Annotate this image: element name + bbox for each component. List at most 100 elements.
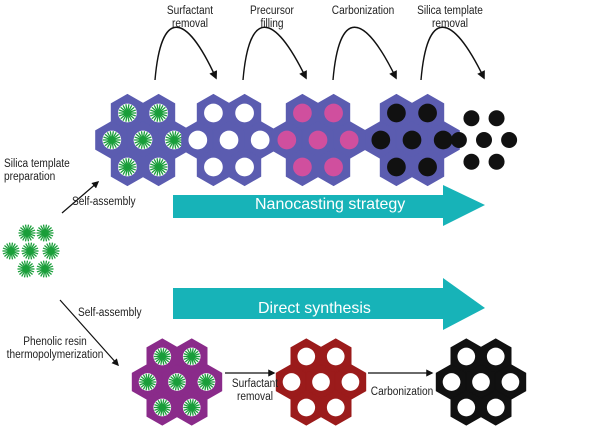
label-phenolic-resin: Phenolic resin thermopolymerization bbox=[6, 336, 104, 361]
micelle-icon bbox=[198, 373, 215, 391]
micelle-spike bbox=[44, 265, 54, 270]
micelle-spike bbox=[111, 136, 121, 141]
label-direct-synthesis: Direct synthesis bbox=[258, 300, 371, 317]
pore bbox=[204, 157, 223, 177]
micelle-icon bbox=[183, 348, 201, 365]
pore bbox=[308, 130, 328, 150]
micelle-icon bbox=[21, 242, 39, 260]
micelle-icon bbox=[149, 104, 168, 122]
cluster-precursor-filled bbox=[270, 93, 366, 187]
pore bbox=[293, 157, 312, 177]
label-silica-template-preparation: Silica template preparation bbox=[4, 158, 70, 183]
micelle-spike bbox=[158, 109, 168, 114]
pore bbox=[293, 103, 312, 123]
micelle-spike bbox=[173, 136, 183, 141]
pore bbox=[250, 130, 270, 150]
step-label-silica-removal: Silica template removal bbox=[417, 5, 483, 30]
step-label-carbonization: Carbonization bbox=[331, 5, 395, 17]
carbon-rod bbox=[501, 132, 518, 148]
micelle-spike bbox=[162, 353, 171, 358]
label-self-assembly-bottom: Self-assembly bbox=[78, 307, 142, 319]
pore bbox=[387, 157, 406, 177]
process-arrow-curved bbox=[420, 26, 485, 81]
micelle-spike bbox=[191, 404, 200, 409]
pore bbox=[402, 130, 422, 150]
pore bbox=[486, 347, 505, 366]
micelle-spike bbox=[191, 353, 200, 358]
micelle-spike bbox=[10, 247, 20, 252]
pore bbox=[282, 373, 301, 391]
micelles bbox=[2, 224, 60, 278]
pore bbox=[486, 398, 505, 417]
micelle-spike bbox=[50, 247, 60, 252]
micelle-icon bbox=[168, 373, 186, 391]
pore bbox=[326, 398, 345, 417]
pore bbox=[371, 130, 391, 150]
cluster-silica-micelle bbox=[95, 93, 191, 187]
cluster-phenolic-micelle bbox=[131, 338, 223, 426]
micelle-icon bbox=[102, 131, 121, 149]
micelle-spike bbox=[206, 378, 215, 383]
direct-synthesis-arrow bbox=[173, 278, 485, 330]
micelle-spike bbox=[127, 109, 136, 114]
pore bbox=[418, 157, 437, 177]
step-label-precursor-filling: Precursor filling bbox=[250, 5, 294, 30]
carbon-rod bbox=[463, 153, 480, 170]
cluster-mesoporous-polymer bbox=[275, 338, 367, 426]
micelle-icon bbox=[42, 242, 60, 260]
process-arrow-curved bbox=[242, 26, 307, 81]
micelle-icon bbox=[134, 131, 152, 149]
cluster-mesoporous-silica bbox=[181, 93, 277, 187]
micelle-icon bbox=[183, 399, 201, 416]
micelle-icon bbox=[36, 224, 54, 242]
micelle-icon bbox=[139, 373, 156, 391]
arrow-self-assembly-down bbox=[59, 299, 119, 367]
carbon-replica bbox=[450, 110, 518, 170]
bottom-label-surfactant-removal: Surfactant removal bbox=[231, 378, 279, 403]
micelle-spike bbox=[142, 136, 152, 141]
pore bbox=[297, 347, 316, 366]
pore bbox=[235, 103, 254, 123]
pore bbox=[339, 130, 359, 150]
pore bbox=[324, 103, 343, 123]
pore bbox=[457, 398, 476, 417]
pore bbox=[387, 103, 406, 123]
micelle-spike bbox=[127, 163, 136, 168]
micelle-icon bbox=[118, 104, 137, 122]
micelle-icon bbox=[149, 158, 168, 176]
pore bbox=[501, 373, 520, 391]
micelle-icon bbox=[153, 348, 171, 365]
micelle-spike bbox=[25, 265, 35, 270]
micelle-spike bbox=[176, 378, 186, 383]
micelle-spike bbox=[158, 163, 168, 168]
carbon-rod bbox=[450, 132, 467, 148]
pore bbox=[442, 373, 461, 391]
carbon-rod bbox=[476, 132, 492, 148]
nanocasting-arrow bbox=[173, 185, 485, 226]
process-arrow-curved bbox=[154, 26, 218, 81]
micelle-spike bbox=[162, 404, 171, 409]
micelle-icon bbox=[153, 399, 171, 416]
pore bbox=[277, 130, 297, 150]
micelle-icon bbox=[118, 158, 137, 176]
micelle-icon bbox=[17, 260, 35, 278]
pore bbox=[472, 373, 490, 391]
pore bbox=[235, 157, 254, 177]
step-label-surfactant-removal: Surfactant removal bbox=[166, 5, 214, 30]
micelle-spike bbox=[147, 378, 156, 383]
bottom-label-carbonization: Carbonization bbox=[370, 386, 434, 398]
micelle-icon bbox=[165, 131, 184, 149]
micelle-icon bbox=[18, 224, 36, 242]
micelle-icon bbox=[36, 260, 54, 278]
cluster-mesoporous-carbon bbox=[435, 338, 527, 426]
micelle-icon bbox=[2, 242, 20, 260]
pore bbox=[418, 103, 437, 123]
label-nanocasting-strategy: Nanocasting strategy bbox=[255, 196, 406, 213]
micelle-spike bbox=[29, 247, 39, 252]
micelle-spike bbox=[26, 229, 36, 234]
label-self-assembly-top: Self-assembly bbox=[72, 196, 136, 208]
pore bbox=[204, 103, 223, 123]
pore bbox=[312, 373, 330, 391]
